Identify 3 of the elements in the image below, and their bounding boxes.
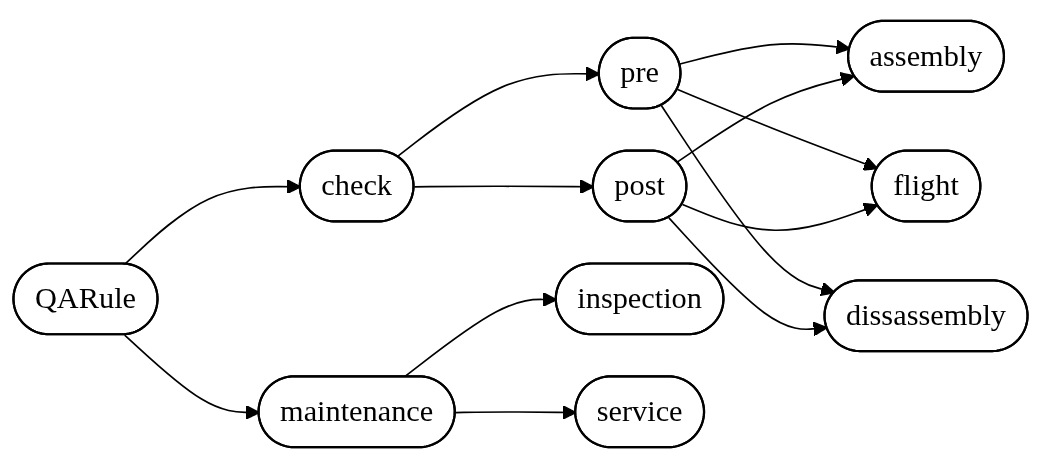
arrow	[676, 72, 856, 163]
arrow	[668, 217, 828, 337]
arrow	[681, 202, 879, 232]
